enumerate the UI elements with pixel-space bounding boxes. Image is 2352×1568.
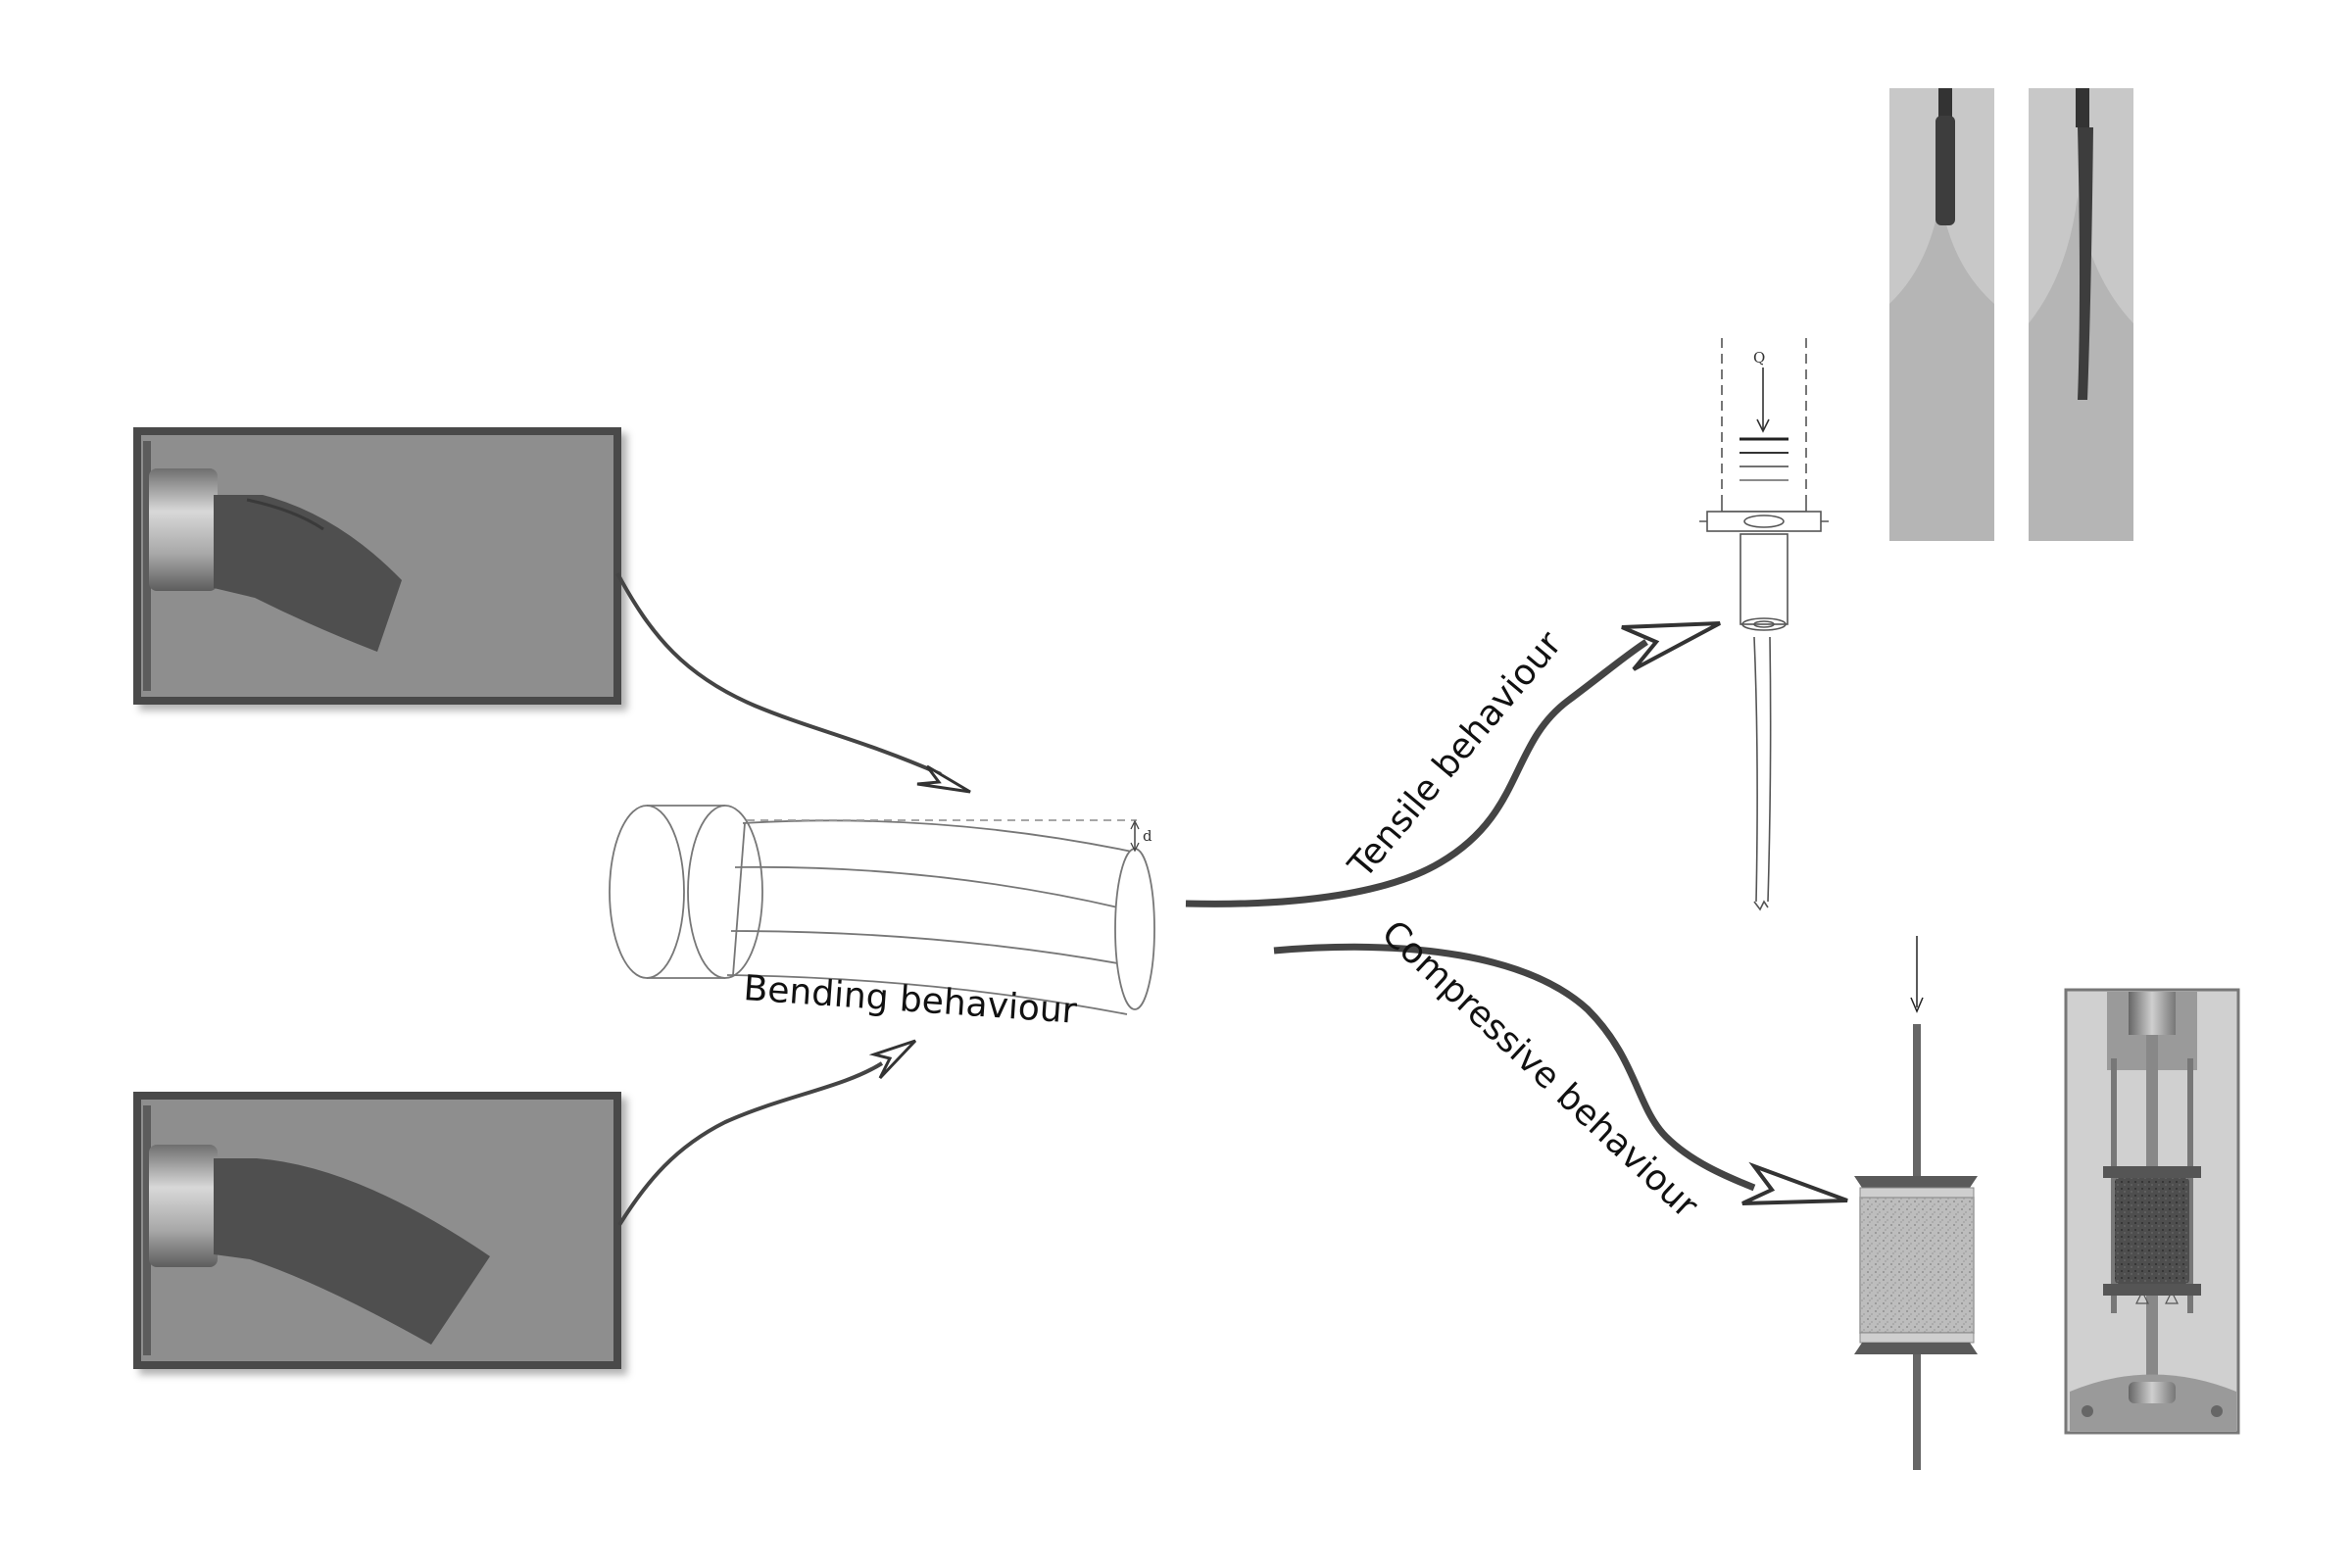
arrow-top-to-cylinder: [615, 572, 971, 794]
photo-fixture-plate: [143, 1105, 151, 1355]
bending-photo-bottom: [133, 1092, 621, 1369]
photo-fixture-plate: [143, 441, 151, 691]
bending-behaviour-label: Bending behaviour: [742, 968, 1078, 1032]
arrow-bottom-to-cylinder: [617, 1039, 917, 1227]
compressed-sample: [2115, 1178, 2189, 1284]
extruded-filament: [1936, 116, 1955, 225]
bending-photo-top: [133, 427, 621, 705]
nozzle: [149, 468, 218, 591]
cantilever-cylinder-drawing: [609, 805, 1155, 1015]
tensile-arrow: [1185, 621, 1721, 907]
tensile-rig-drawing: [1699, 338, 1829, 911]
compressive-arrow: [1273, 943, 1848, 1205]
bent-sample: [214, 1158, 490, 1345]
compression-photo: [2064, 988, 2240, 1435]
deflection-symbol: d: [1143, 827, 1152, 845]
bent-sample: [214, 495, 402, 652]
compression-rig-drawing: [1854, 936, 1978, 1470]
tensile-photo-before: [1889, 88, 1994, 541]
extruded-filament: [2078, 127, 2093, 400]
nozzle: [149, 1145, 218, 1267]
tensile-behaviour-label: Tensile behaviour: [1341, 624, 1570, 887]
tensile-photo-after: [2029, 88, 2133, 541]
load-symbol: Q: [1753, 349, 1765, 367]
compressive-behaviour-label: Compressive behaviour: [1374, 913, 1706, 1227]
